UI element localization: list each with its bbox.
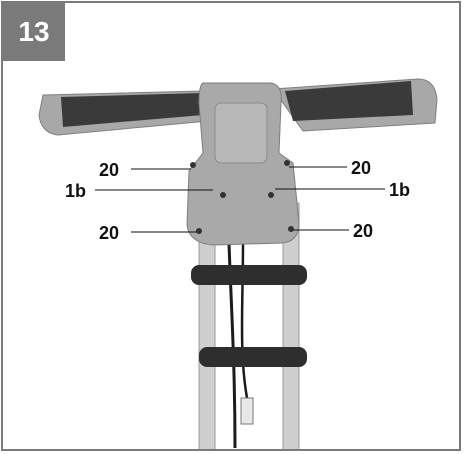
lower-clamp [199,347,307,367]
cable-connector [240,397,254,425]
left-grip-rubber [61,93,203,127]
right-grip-rubber [285,81,413,121]
callout-1b-mid-left: 1b [65,181,87,201]
housing-panel [214,102,268,164]
screw-bottom-left [196,228,202,234]
callout-20-bottom-right: 20 [353,221,374,241]
handle-assembly-illustration [38,78,438,449]
cable-2 [240,242,249,399]
screw-top-left [190,162,196,168]
callout-20-top-right: 20 [351,158,372,178]
figure-number: 13 [3,3,65,61]
screw-bottom-right [288,226,294,232]
screw-mid-right [268,192,274,198]
upper-clamp [191,265,307,285]
callout-1b-mid-right: 1b [389,180,411,200]
screw-top-right [284,160,290,166]
callout-20-top-left: 20 [99,160,120,180]
screw-mid-left [220,192,226,198]
callout-20-bottom-left: 20 [99,223,120,243]
